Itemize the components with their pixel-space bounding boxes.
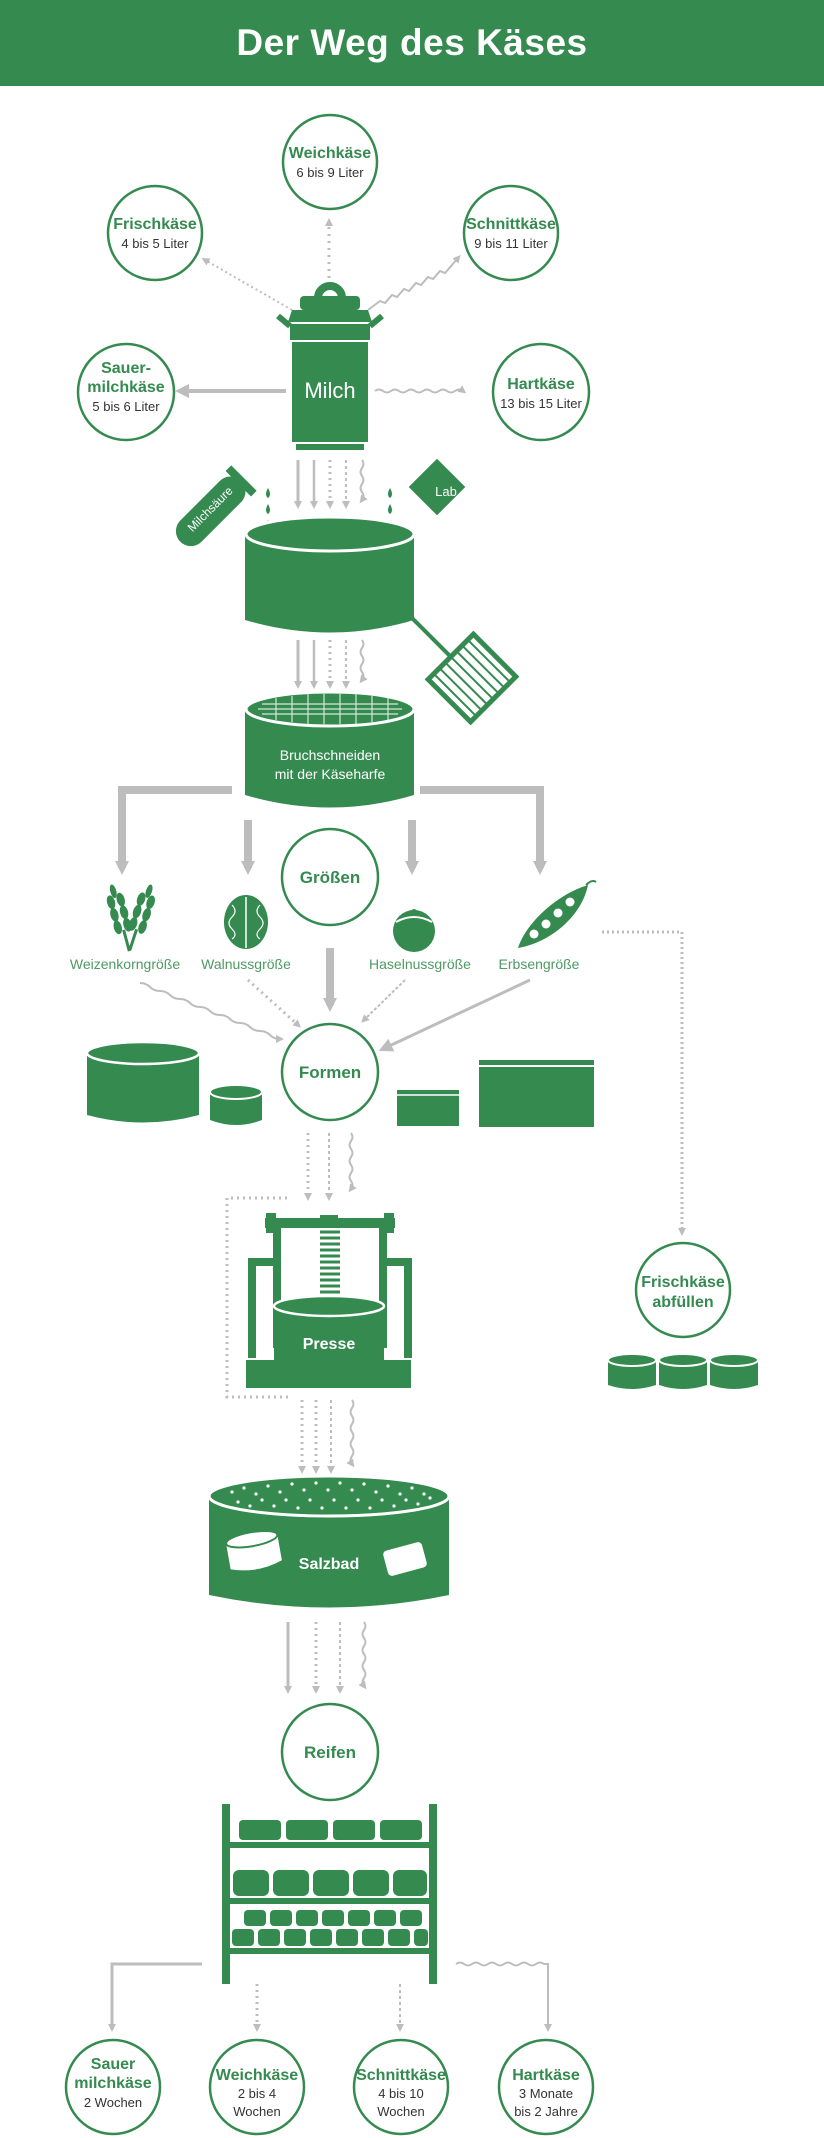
circle-sauermilchkaese: Sauer- milchkäse 5 bis 6 Liter: [76, 342, 176, 442]
cheese-harp-icon: [408, 614, 520, 726]
ripening-weichkaese-name: Weichkäse: [216, 2067, 299, 2084]
ripening-weichkaese-duration-line1: 2 bis 4: [238, 2086, 276, 2101]
wheat-icon: [106, 884, 155, 952]
pea-pod-icon: [518, 880, 597, 948]
size-label-haselnuss: Haselnussgröße: [369, 956, 471, 972]
circle-weichkaese: Weichkäse 6 bis 9 Liter: [281, 113, 379, 211]
frischkaese-tubs: [607, 1353, 759, 1389]
size-label-weizenkorn: Weizenkorngröße: [70, 956, 180, 972]
flow-arrows-vat-to-curd: [294, 639, 368, 689]
ripening-sauermilch-name-line1: Sauer: [91, 2056, 135, 2073]
ripening-weichkaese-duration-line2: Wochen: [233, 2104, 280, 2119]
salzbad-to-reifen-arrows: [284, 1621, 367, 1694]
hartkaese-name: Hartkäse: [507, 376, 575, 393]
milk-to-hartkaese-arrow: [374, 385, 467, 394]
ripening-hartkaese-duration-line1: 3 Monate: [519, 2086, 573, 2101]
circle-formen: Formen: [280, 1022, 380, 1122]
presse-label: Presse: [303, 1336, 356, 1353]
ripening-schnittkaese-duration-line2: Wochen: [377, 2104, 424, 2119]
frischkaese-name: Frischkäse: [113, 216, 197, 233]
ripening-schnittkaese-name: Schnittkäse: [356, 2067, 446, 2084]
circle-frischkaese: Frischkäse 4 bis 5 Liter: [106, 184, 204, 282]
cheese-mold-large-square: [479, 1060, 594, 1127]
ripening-sauermilch-duration: 2 Wochen: [84, 2095, 142, 2110]
cheese-mold-small-round: [209, 1084, 263, 1125]
frischkaese-amount: 4 bis 5 Liter: [121, 236, 189, 251]
milk-to-schnittkaese-arrow: [367, 254, 461, 311]
ripening-hartkaese-duration-line2: bis 2 Jahre: [514, 2104, 578, 2119]
formen-label: Formen: [299, 1063, 361, 1082]
cheese-press: [246, 1213, 412, 1388]
sizes-to-formen-arrows: [139, 948, 531, 1052]
ripening-shelf: [222, 1804, 437, 1984]
bruch-label-line1: Bruchschneiden: [280, 747, 380, 763]
milk-vat: [244, 515, 416, 633]
frischkaese-branch-arrow: [602, 930, 686, 1236]
milk-to-frischkaese-arrow: [201, 258, 293, 311]
cheese-mold-small-square: [397, 1090, 459, 1126]
ripening-sauermilch-name-line2: milchkäse: [74, 2075, 151, 2092]
size-label-erbsen: Erbsengröße: [499, 956, 580, 972]
circle-hartkaese: Hartkäse 13 bis 15 Liter: [491, 342, 591, 442]
size-label-walnuss: Walnussgröße: [201, 956, 291, 972]
lab-label: Lab: [435, 484, 457, 499]
sauermilchkaese-name-line2: milchkäse: [87, 379, 164, 396]
milk-can: [276, 282, 384, 450]
milk-can-label: Milch: [304, 378, 355, 403]
formen-to-presse-arrows: [225, 1132, 357, 1399]
ripening-hartkaese-name: Hartkäse: [512, 2067, 580, 2084]
milchsaeure-test-tube: Milchsäure: [175, 465, 257, 547]
cheese-mold-large-round: [85, 1040, 201, 1123]
hazelnut-icon: [393, 909, 435, 952]
circle-schnittkaese: Schnittkäse 9 bis 11 Liter: [462, 184, 560, 282]
curd-vat: [244, 690, 416, 808]
schnittkaese-amount: 9 bis 11 Liter: [474, 236, 548, 251]
circle-ripening-hartkaese: Hartkäse 3 Monate bis 2 Jahre: [497, 2038, 595, 2136]
ripening-schnittkaese-duration-line1: 4 bis 10: [378, 2086, 424, 2101]
circle-ripening-weichkaese: Weichkäse 2 bis 4 Wochen: [208, 2038, 306, 2136]
schnittkaese-name: Schnittkäse: [466, 216, 556, 233]
circle-groessen: Größen: [280, 827, 380, 927]
salzbad-label: Salzbad: [299, 1556, 359, 1573]
bruch-label-line2: mit der Käseharfe: [275, 766, 386, 782]
size-branch-arrows: [115, 786, 547, 875]
reifen-label: Reifen: [304, 1743, 356, 1762]
presse-to-salzbad-arrows: [298, 1399, 355, 1474]
hartkaese-amount: 13 bis 15 Liter: [500, 396, 582, 411]
title-banner: Der Weg des Käses: [0, 0, 824, 86]
weichkaese-amount: 6 bis 9 Liter: [296, 165, 364, 180]
page-title: Der Weg des Käses: [236, 22, 588, 63]
circle-frischkaese-abfuellen: Frischkäse abfüllen: [634, 1241, 732, 1339]
sauermilchkaese-name-line1: Sauer-: [101, 360, 151, 377]
salt-bath: [207, 1474, 451, 1608]
frischkaese-abfuellen-line2: abfüllen: [652, 1294, 713, 1311]
circle-reifen: Reifen: [280, 1702, 380, 1802]
frischkaese-abfuellen-line1: Frischkäse: [641, 1274, 725, 1291]
sauermilchkaese-amount: 5 bis 6 Liter: [92, 399, 160, 414]
weichkaese-name: Weichkäse: [289, 145, 372, 162]
lab-packet: Lab: [408, 458, 466, 516]
circle-ripening-sauermilchkaese: Sauer milchkäse 2 Wochen: [64, 2038, 162, 2136]
circle-ripening-schnittkaese: Schnittkäse 4 bis 10 Wochen: [352, 2038, 450, 2136]
ripening-branch-arrows: [108, 1961, 552, 2032]
walnut-icon: [224, 895, 268, 949]
groessen-label: Größen: [300, 868, 360, 887]
flow-arrows-can-to-vat: [294, 459, 368, 509]
